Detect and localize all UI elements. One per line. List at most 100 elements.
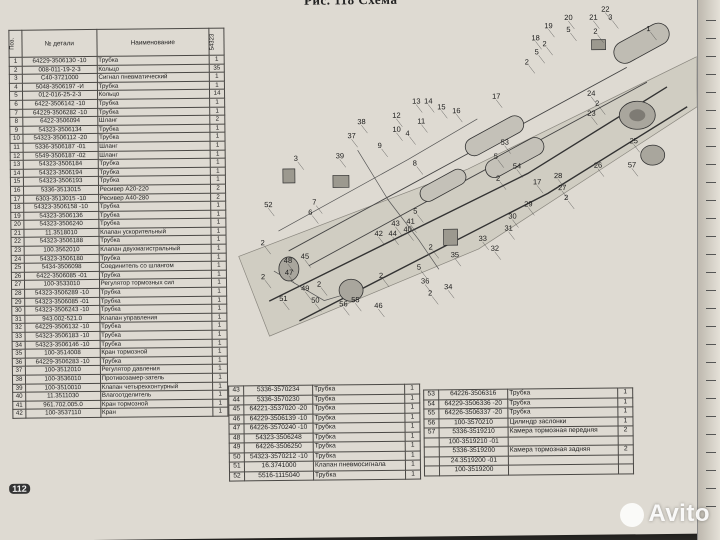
callout-leader-line xyxy=(409,136,416,145)
callout-leader-line xyxy=(378,308,385,318)
callout-leader-line xyxy=(316,205,323,214)
cell-pos: 29 xyxy=(11,297,25,307)
cell-part-no: 64229-3506282 -10 xyxy=(22,107,98,118)
edge-line xyxy=(706,20,716,21)
callout-leader-line xyxy=(456,114,463,123)
edge-line xyxy=(706,164,716,165)
edge-line xyxy=(706,434,716,435)
edge-line xyxy=(706,452,716,453)
cell-qty: 1 xyxy=(212,330,228,339)
callout-label: 41 xyxy=(406,217,414,226)
cell-qty: 1 xyxy=(212,373,228,382)
edge-line xyxy=(706,326,716,327)
callout-label: 13 xyxy=(412,97,420,106)
cell-pos: 13 xyxy=(10,160,24,170)
callout-leader-line xyxy=(288,275,296,284)
edge-line xyxy=(706,506,716,507)
cell-part-no: 100-3537110 xyxy=(25,408,101,419)
callout-leader-line xyxy=(499,181,507,190)
cell-qty: 1 xyxy=(210,141,226,150)
edge-line xyxy=(706,146,716,147)
callout-leader-line xyxy=(536,185,544,194)
cell-qty xyxy=(618,463,634,474)
cell-qty: 1 xyxy=(212,355,228,365)
callout-leader-line xyxy=(591,116,598,125)
cell-qty: 1 xyxy=(404,422,421,432)
callout-leader-line xyxy=(268,208,275,217)
callout-label: 57 xyxy=(628,160,636,169)
cell-pos: 49 xyxy=(229,442,245,453)
callout-leader-line xyxy=(568,20,575,30)
cell-pos: 55 xyxy=(423,408,439,419)
cell-pos: 36 xyxy=(12,357,26,367)
callout-leader-line xyxy=(378,236,385,246)
cell-pos: 44 xyxy=(228,395,244,406)
cell-pos: 46 xyxy=(228,414,244,425)
callout-label: 52 xyxy=(264,200,272,209)
callout-leader-line xyxy=(516,169,524,178)
callout-leader-line xyxy=(633,144,640,153)
callout-label: 1 xyxy=(646,24,650,33)
callout-label: 55 xyxy=(351,295,359,304)
cell-qty: 1 xyxy=(405,441,421,451)
cell-pos: 40 xyxy=(12,392,26,402)
callout-leader-line xyxy=(407,232,414,241)
cell-pos: 21 xyxy=(10,229,24,238)
cell-pos: 26 xyxy=(11,272,25,281)
cell-pos: 37 xyxy=(12,366,26,376)
callout-leader-line xyxy=(382,278,390,288)
cell-qty: 1 xyxy=(209,80,225,90)
cell-qty: 1 xyxy=(210,132,226,142)
cell-pos: 38 xyxy=(12,375,26,384)
cell-pos: 42 xyxy=(12,409,26,419)
callout-leader-line xyxy=(650,32,657,41)
callout-leader-line xyxy=(528,207,535,216)
callout-leader-line xyxy=(264,280,272,289)
cell-qty: 1 xyxy=(404,403,420,413)
edge-line xyxy=(706,110,716,111)
callout-leader-line xyxy=(557,178,565,188)
cell-pos: 57 xyxy=(424,427,440,438)
callout-label: 15 xyxy=(437,102,445,111)
cell-pos: 20 xyxy=(10,220,24,230)
callout-label: 46 xyxy=(374,301,382,310)
callout-leader-line xyxy=(339,159,346,168)
callout-label: 37 xyxy=(347,131,355,140)
cell-pos: 14 xyxy=(10,168,24,178)
callout-label: 3 xyxy=(608,13,612,22)
cell-pos: 19 xyxy=(10,211,24,221)
cell-pos: 12 xyxy=(10,151,24,161)
edge-line xyxy=(706,74,716,75)
callout-label: 23 xyxy=(587,109,595,118)
callout-label: 42 xyxy=(374,229,382,238)
cell-qty: 1 xyxy=(211,287,227,296)
receiver-front xyxy=(419,168,467,202)
edge-line xyxy=(706,308,716,309)
edge-line xyxy=(706,254,716,255)
cell-pos xyxy=(424,456,440,467)
cell-part-no: 64229-3506139 -10 xyxy=(243,413,313,424)
cell-qty: 1 xyxy=(209,123,225,133)
cell-part-no: 54323-3506243 -10 xyxy=(24,305,100,316)
callout-leader-line xyxy=(612,20,619,29)
cell-pos: 10 xyxy=(9,134,23,144)
cell-part-no: 54323-3506183 -10 xyxy=(24,331,100,341)
cell-qty: 1 xyxy=(210,226,227,236)
cell-pos: 47 xyxy=(228,423,245,434)
cell-pos: 54 xyxy=(423,399,439,410)
callout-leader-line xyxy=(410,224,417,233)
callout-label: 2 xyxy=(429,242,433,251)
receiver-mid-1 xyxy=(464,115,525,157)
cell-part-no: 100-3519210 -01 xyxy=(439,436,509,447)
callout-label: 10 xyxy=(392,125,400,134)
callout-leader-line xyxy=(320,287,328,296)
callout-label: 7 xyxy=(312,198,316,207)
cell-pos: 23 xyxy=(11,246,25,255)
air-line-4 xyxy=(357,150,440,270)
callout-label: 11 xyxy=(417,116,425,125)
cell-name: Трубка xyxy=(313,469,406,481)
cell-qty xyxy=(618,435,634,445)
